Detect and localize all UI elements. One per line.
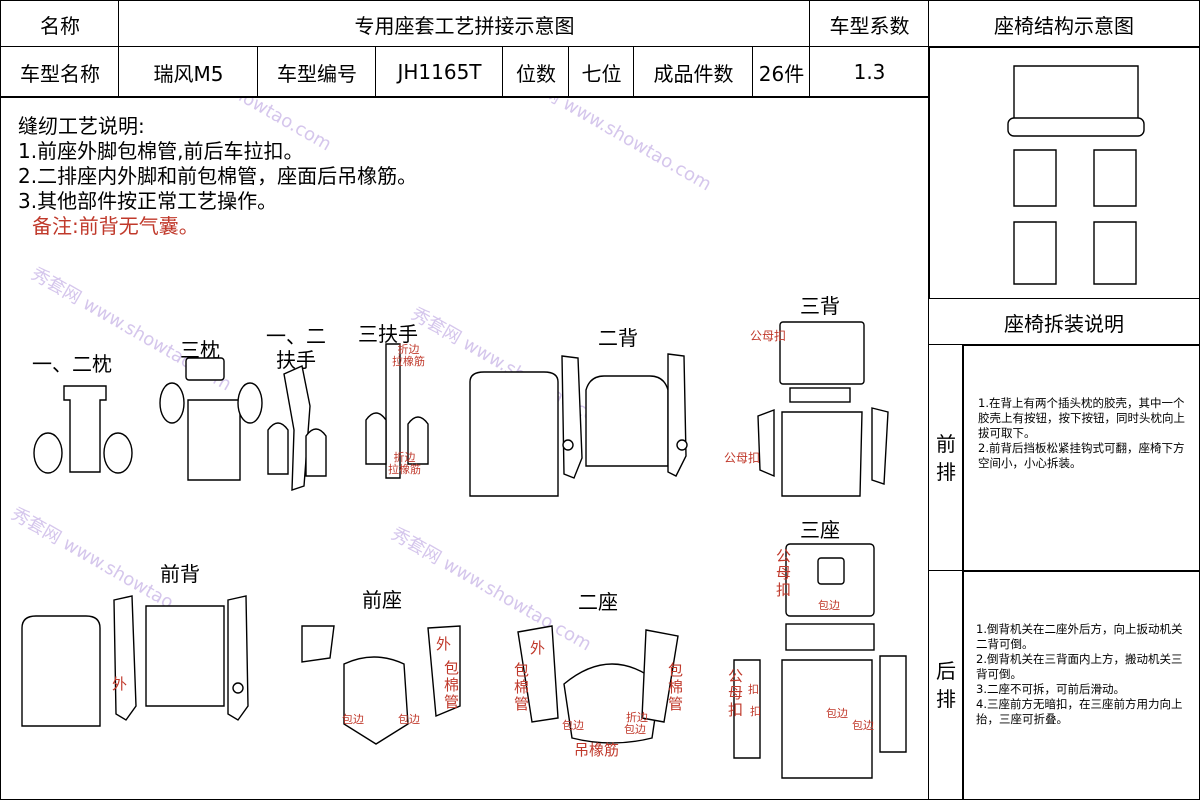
annot-cotton-tube: 包 棉 管 (668, 661, 684, 713)
name-label-cell: 名称 (0, 0, 120, 48)
piece-structure-seat-c (1013, 221, 1057, 285)
annot-hang-elastic: 吊橡筋 (574, 741, 620, 759)
annot-hem: 包边 (852, 719, 874, 732)
piece-back2-right-strip (667, 353, 687, 477)
annot-outer: 外 (530, 639, 546, 657)
piece-pillow12-side-left (33, 432, 63, 474)
front-row-text: 1.在背上有两个插头枕的胶壳，其中一个胶壳上有按钮，按下按钮，同时头枕向上拔可取… (978, 396, 1185, 470)
annot-fold-elastic: 折边 拉橡筋 (388, 451, 421, 476)
piece-back2-left-panel (469, 371, 559, 497)
snap-circle (232, 682, 244, 694)
annot-hem: 包边 (562, 719, 584, 732)
coef-cell: 1.3 (809, 46, 930, 98)
annot-snap-vertical: 公 母 扣 (776, 547, 792, 599)
piece-seat3-side-left (733, 659, 761, 759)
label-armrest12-a: 一、二 (266, 324, 326, 348)
piece-front-seat-center (343, 656, 409, 745)
piece-back2-left-strip (561, 355, 583, 479)
piece-seat3-inner (817, 557, 845, 585)
annot-snap: 公母扣 (724, 451, 761, 465)
piece-structure-seat-d (1093, 221, 1137, 285)
coef-label-cell: 车型系数 (809, 0, 930, 48)
piece-seat3-side-right (879, 655, 907, 753)
structure-label-cell: 座椅结构示意图 (928, 0, 1200, 48)
sewing-notes: 缝纫工艺说明: 1.前座外脚包棉管,前后车拉扣。 2.二排座内外脚和前包棉管，座… (18, 114, 417, 239)
annot-outer: 外 (112, 675, 128, 693)
annot-outer: 外 (436, 635, 452, 653)
annot-cotton-tube: 包 棉 管 (514, 661, 530, 713)
piece-seat3-panel (781, 659, 873, 779)
piece-armrest12-side-left (267, 422, 289, 475)
piece-front-seat-right (427, 625, 461, 718)
label-armrest3: 三扶手 (358, 322, 418, 346)
notes-title: 缝纫工艺说明: (18, 114, 145, 138)
model-code-cell: JH1165T (375, 46, 504, 98)
annot-hem: 包边 (398, 713, 420, 726)
piece-seat3-strip (785, 623, 875, 651)
piece-pillow3-right (237, 382, 263, 424)
piece-pillow12-center (63, 385, 107, 473)
annot-hem: 包边 (624, 723, 646, 736)
piece-structure-bench-base (1007, 117, 1145, 137)
piece-armrest3-side-right (407, 416, 429, 465)
snap-circle (676, 439, 688, 451)
model-code-label-cell: 车型编号 (257, 46, 377, 98)
piece-structure-seat-b (1093, 149, 1137, 207)
piece-back3-top (779, 321, 865, 385)
annot-cotton-tube: 包 棉 管 (444, 659, 460, 711)
label-seat2: 二座 (578, 590, 618, 614)
label-seat3: 三座 (800, 518, 840, 542)
piece-structure-seat-a (1013, 149, 1057, 207)
notes-item: 3.其他部件按正常工艺操作。 (18, 189, 278, 213)
disassembly-title: 座椅拆装说明 (928, 298, 1200, 346)
notes-remark: 备注:前背无气囊。 (32, 214, 199, 238)
piece-seat2-right (641, 629, 679, 723)
annot-this-snap: 公 母 扣 (728, 667, 744, 719)
piece-seat2-left (517, 625, 559, 723)
piece-back3-side-left (757, 408, 775, 478)
notes-item: 2.二排座内外脚和前包棉管，座面后吊橡筋。 (18, 164, 418, 188)
rear-row-label: 后 排 (928, 570, 964, 800)
piece-pillow3-top (185, 357, 225, 381)
label-front-seat: 前座 (362, 588, 402, 612)
piece-back3-side-right (871, 407, 889, 485)
label-pillow12: 一、二枕 (32, 352, 112, 376)
label-front-back: 前背 (160, 562, 200, 586)
annot-kou: 扣 (748, 683, 759, 696)
piece-armrest12-side-right (305, 428, 327, 477)
annot-hem: 包边 (342, 713, 364, 726)
annot-hem: 包边 (818, 599, 840, 612)
annot-fold: 折边 (626, 711, 648, 724)
piece-pillow12-side-right (103, 432, 133, 474)
piece-armrest12-strip (283, 365, 311, 491)
model-name-label-cell: 车型名称 (0, 46, 120, 98)
seats-cell: 七位 (568, 46, 635, 98)
piece-back2-center (585, 375, 669, 467)
piece-front-seat-left (301, 625, 335, 663)
notes-item: 1.前座外脚包棉管,前后车拉扣。 (18, 139, 304, 163)
label-back3: 三背 (800, 294, 840, 318)
annot-fold-elastic: 折边 拉橡筋 (392, 343, 425, 368)
annot-hem: 包边 (826, 707, 848, 720)
model-name-cell: 瑞风M5 (118, 46, 259, 98)
rear-row-text: 1.倒背机关在二座外后方，向上扳动机关二背可倒。 2.倒背机关在三背面内上方，搬… (976, 622, 1183, 726)
piece-front-back-left-strip (113, 595, 137, 721)
piece-back3-tab (789, 387, 851, 403)
snap-circle (562, 439, 574, 451)
piece-front-back-center (145, 605, 225, 707)
piece-back3-panel (781, 411, 863, 497)
label-back2: 二背 (598, 326, 638, 350)
piece-pillow3-left (159, 382, 185, 424)
annot-kou: 扣 (750, 705, 761, 718)
annot-snap: 公母扣 (750, 329, 787, 343)
seats-label-cell: 位数 (502, 46, 570, 98)
piece-armrest3-side-left (365, 412, 387, 465)
piece-front-back-left (21, 615, 101, 727)
piece-pillow3-center (187, 399, 241, 481)
piece-front-back-right-strip (227, 595, 249, 721)
front-row-label: 前 排 (928, 344, 964, 572)
